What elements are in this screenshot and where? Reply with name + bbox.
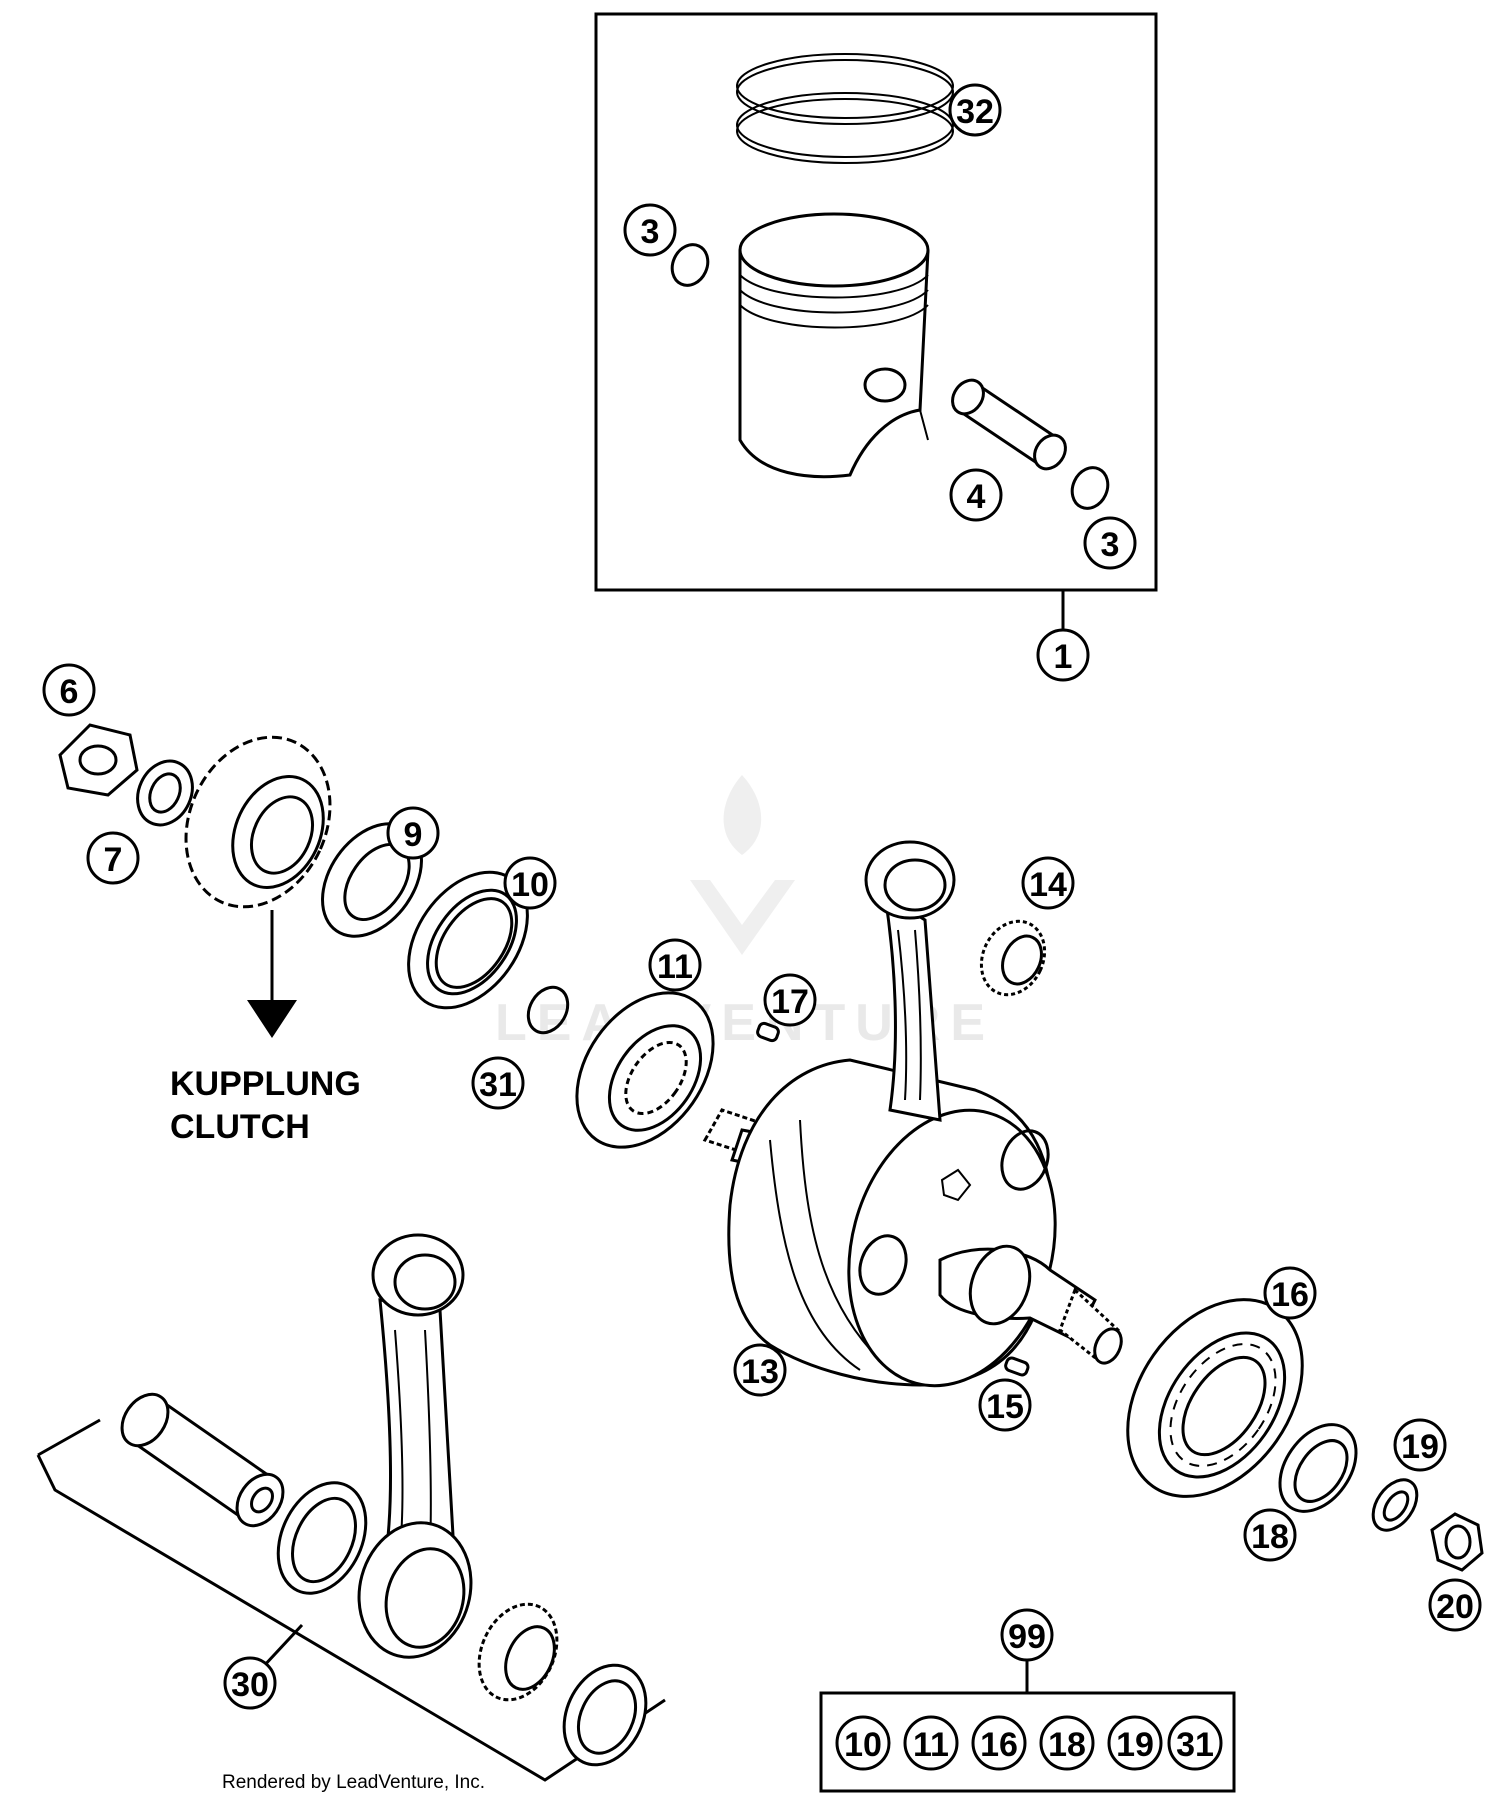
callout-6: 6 <box>42 663 96 717</box>
svg-text:18: 18 <box>1048 1726 1086 1764</box>
kit-item-16: 16 <box>971 1715 1027 1771</box>
conrod-needle-bearing <box>477 1602 559 1702</box>
callout-17: 17 <box>763 973 817 1027</box>
callout-99: 99 <box>1000 1608 1054 1662</box>
svg-text:4: 4 <box>967 478 986 516</box>
callout-18: 18 <box>1243 1508 1297 1562</box>
svg-text:16: 16 <box>980 1726 1018 1764</box>
washer-7 <box>136 759 194 827</box>
callout-16: 16 <box>1263 1266 1317 1320</box>
o-ring-31 <box>526 985 570 1035</box>
piston-kit-box <box>594 12 1158 592</box>
nut-20 <box>1430 1512 1484 1572</box>
svg-text:3: 3 <box>641 213 660 251</box>
svg-text:31: 31 <box>1176 1726 1214 1764</box>
svg-text:9: 9 <box>404 816 423 854</box>
nut-left <box>58 723 139 797</box>
callout-14: 14 <box>1021 856 1075 910</box>
callout-9: 9 <box>386 806 440 860</box>
callout-3-top: 3 <box>623 203 677 257</box>
callout-19: 19 <box>1393 1418 1447 1472</box>
svg-text:7: 7 <box>104 841 123 879</box>
svg-text:10: 10 <box>844 1726 882 1764</box>
piston <box>738 212 930 479</box>
clutch-arrow-head <box>247 1000 297 1038</box>
nut-left-hole <box>78 744 118 776</box>
seal-10 <box>407 870 529 1010</box>
svg-text:11: 11 <box>657 948 693 986</box>
key-17 <box>756 1021 780 1043</box>
piston-rings <box>736 53 954 164</box>
bearing-11 <box>575 991 715 1149</box>
washer-19 <box>1371 1478 1419 1532</box>
callout-20: 20 <box>1428 1578 1482 1632</box>
credit-text: Rendered by LeadVenture, Inc. <box>222 1772 485 1793</box>
clutch-label-de: KUPPLUNG <box>170 1065 361 1103</box>
svg-text:11: 11 <box>913 1726 949 1764</box>
svg-text:16: 16 <box>1271 1276 1309 1314</box>
needle-bearing-14 <box>979 919 1047 997</box>
crankshaft <box>702 1058 1123 1388</box>
piston-kit-group <box>594 12 1158 630</box>
callout-11: 11 <box>648 938 702 992</box>
svg-text:18: 18 <box>1251 1518 1289 1556</box>
svg-text:10: 10 <box>511 866 549 904</box>
piston-pin <box>951 378 1067 471</box>
callout-31: 31 <box>471 1056 525 1110</box>
callout-3-bottom: 3 <box>1083 516 1137 570</box>
seal-kit-box <box>819 1691 1236 1793</box>
callout-13: 13 <box>733 1343 787 1397</box>
callout-32: 32 <box>948 83 1002 137</box>
conrod-washer-left <box>276 1481 368 1595</box>
kit-item-19: 19 <box>1107 1715 1163 1771</box>
callout-7: 7 <box>86 831 140 885</box>
svg-text:3: 3 <box>1101 526 1120 564</box>
svg-text:15: 15 <box>986 1388 1024 1426</box>
svg-text:17: 17 <box>771 983 809 1021</box>
circlip-right <box>1070 466 1110 510</box>
left-shaft-parts: KUPPLUNG CLUTCH <box>58 723 780 1149</box>
svg-text:20: 20 <box>1436 1588 1474 1626</box>
svg-text:13: 13 <box>741 1353 779 1391</box>
clutch-label-en: CLUTCH <box>170 1108 310 1146</box>
conrod <box>357 1233 473 1659</box>
callout-30: 30 <box>223 1656 277 1710</box>
svg-text:14: 14 <box>1029 866 1067 904</box>
seal-kit-99: 10 11 16 18 19 31 <box>819 1660 1236 1793</box>
svg-text:32: 32 <box>956 93 994 131</box>
callout-15: 15 <box>978 1378 1032 1432</box>
kit-item-11: 11 <box>903 1715 959 1771</box>
kit-item-10: 10 <box>835 1715 891 1771</box>
callout-4: 4 <box>949 468 1003 522</box>
seal-18 <box>1278 1423 1358 1513</box>
kit-item-31: 31 <box>1167 1715 1223 1771</box>
svg-text:19: 19 <box>1401 1428 1439 1466</box>
svg-text:1: 1 <box>1054 638 1073 676</box>
circlip-left <box>670 243 710 287</box>
svg-text:99: 99 <box>1008 1618 1046 1656</box>
conrod-washer-right <box>562 1663 648 1767</box>
conrod-kit-leader <box>260 1623 304 1670</box>
svg-text:19: 19 <box>1116 1726 1154 1764</box>
connecting-rod-upper <box>864 840 956 1122</box>
callout-1: 1 <box>1036 628 1090 682</box>
conrod-pin <box>120 1392 285 1528</box>
key-15 <box>1004 1356 1030 1377</box>
right-shaft-parts <box>1126 1298 1484 1572</box>
callout-10: 10 <box>503 856 557 910</box>
svg-text:31: 31 <box>479 1066 517 1104</box>
kit-item-18: 18 <box>1039 1715 1095 1771</box>
conrod-kit-30 <box>36 1233 666 1782</box>
svg-text:30: 30 <box>231 1666 269 1704</box>
clutch-gear <box>184 735 332 909</box>
svg-text:6: 6 <box>60 673 79 711</box>
conrod-kit-frame-top <box>37 1418 101 1457</box>
